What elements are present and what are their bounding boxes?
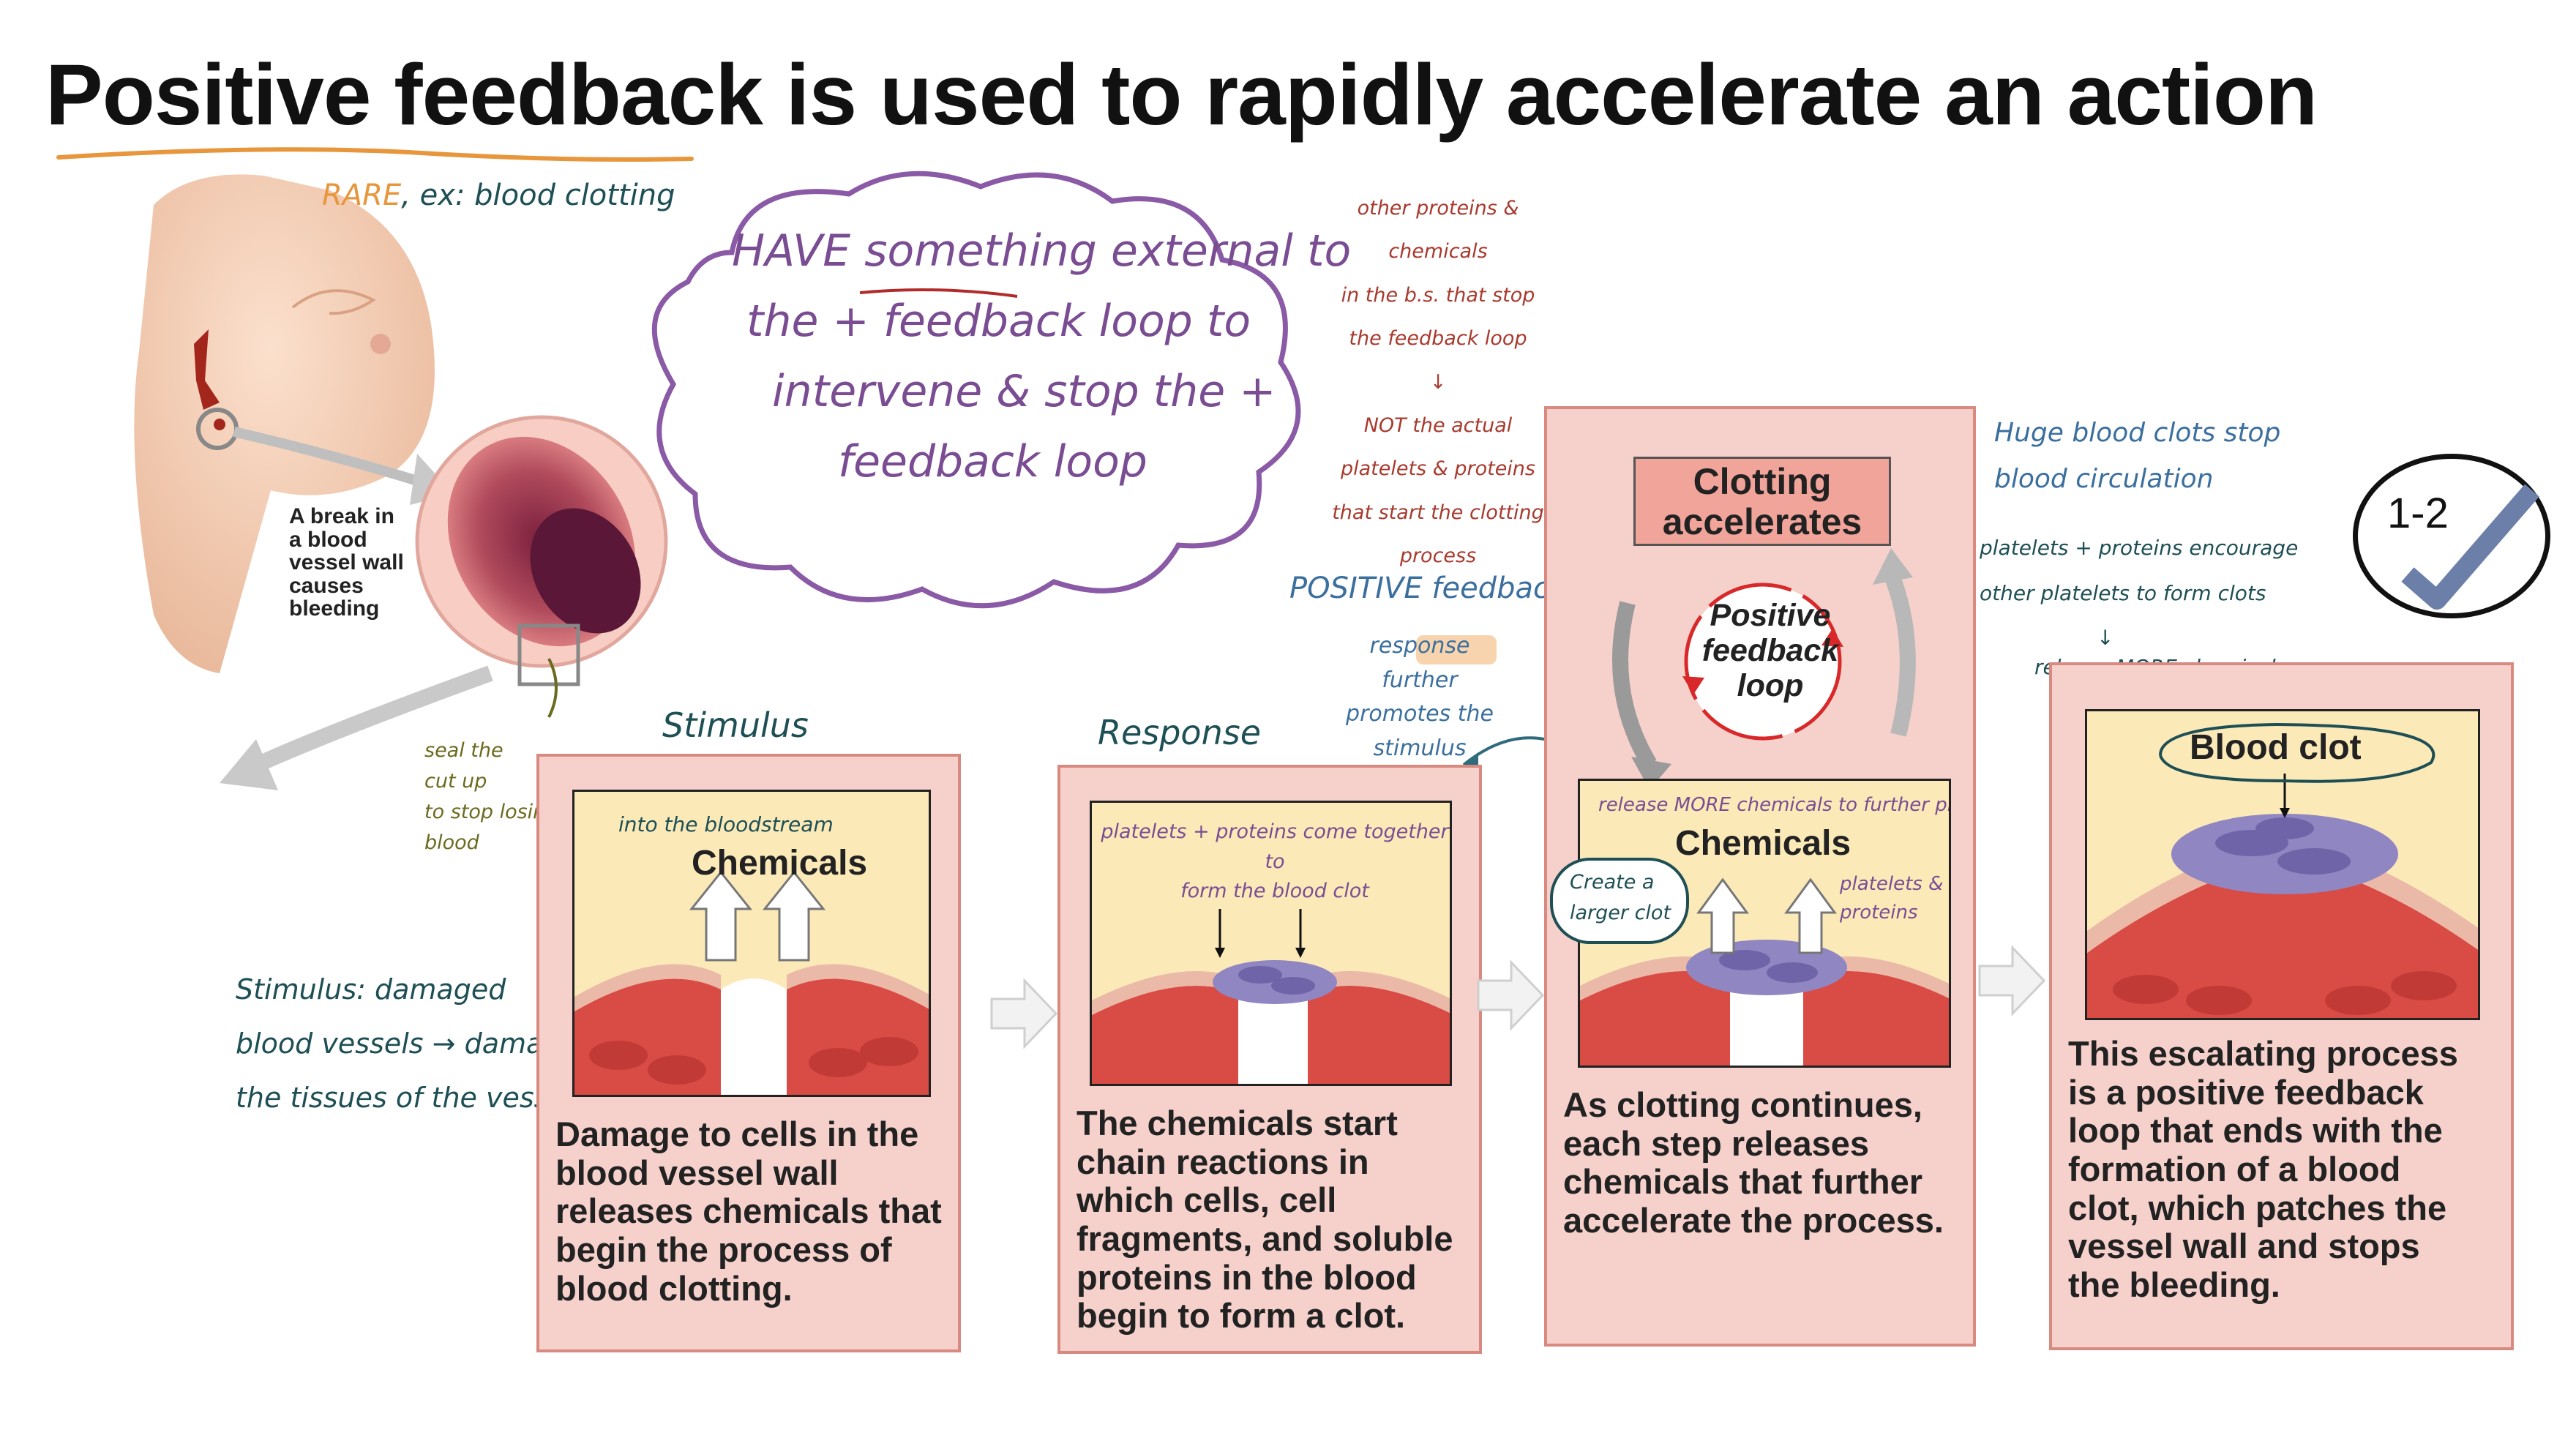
- cloud-note: HAVE something external to the + feedbac…: [732, 225, 1352, 487]
- response-scene: platelets + proteins come together to fo…: [1090, 801, 1452, 1086]
- clotting-accelerates-box: Clotting accelerates: [1633, 457, 1891, 546]
- slide-title: Positive feedback is used to rapidly acc…: [45, 47, 2318, 143]
- further-highlight: [1416, 635, 1497, 664]
- flow-arrow-1: [990, 978, 1058, 1049]
- flow-arrow-3: [1978, 945, 2046, 1016]
- stimulus-chemicals-label: Chemicals: [692, 844, 868, 883]
- patched-vessel-drawing: [2087, 722, 2478, 1018]
- stimulus-text: Damage to cells in the blood vessel wall…: [555, 1115, 942, 1308]
- platelets-side-note: platelets & proteins: [1840, 873, 1944, 924]
- larger-clot-bubble: [1550, 858, 1689, 944]
- slide-number: 1-2: [2387, 490, 2449, 537]
- stimulus-note: Stimulus: damaged blood vessels → damage…: [236, 973, 578, 1115]
- larger-clot-drawing: [1580, 877, 1949, 1066]
- stimulus-scene: into the bloodstream Chemicals: [572, 790, 931, 1097]
- stimulus-annotation: into the bloodstream: [618, 812, 834, 836]
- other-proteins-note: other proteins & chemicals in the b.s. t…: [1332, 197, 1544, 568]
- stimulus-panel: into the bloodstream Chemicals Damage to…: [536, 754, 961, 1352]
- response-panel: platelets + proteins come together to fo…: [1057, 765, 1482, 1354]
- rare-example-note: RARE, ex: blood clotting: [322, 179, 675, 212]
- title-underline: [56, 147, 694, 162]
- huge-clots-note: Huge blood clots stop blood circulation: [1994, 418, 2281, 494]
- feedback-loop-label: Positive feedback loop: [1701, 598, 1839, 704]
- stimulus-tag: Stimulus: [662, 705, 809, 745]
- break-caption: A break in a blood vessel wall causes bl…: [289, 504, 404, 621]
- accelerate-chemicals-label: Chemicals: [1675, 824, 1852, 863]
- accelerate-text: As clotting continues, each step release…: [1563, 1085, 1944, 1240]
- blood-clot-text: This escalating process is a positive fe…: [2068, 1034, 2458, 1304]
- larger-clot-note: Create a larger clot: [1570, 871, 1671, 924]
- response-annotation: platelets + proteins come together to fo…: [1101, 820, 1449, 902]
- accelerate-annotation: release MORE chemicals to further promot…: [1598, 794, 1949, 816]
- check-icon: [2401, 484, 2539, 610]
- cloud-outline: [651, 171, 1301, 609]
- flow-arrow-2: [1477, 959, 1545, 1031]
- clot-forming-drawing: [1092, 909, 1450, 1084]
- response-tag: Response: [1098, 713, 1261, 752]
- blood-clot-label: Blood clot: [2190, 728, 2362, 767]
- blood-clot-scene: Blood clot: [2085, 709, 2480, 1020]
- positive-feedback-lines: response further promotes the stimulus: [1346, 633, 1494, 761]
- vessel-break-drawing: [574, 870, 929, 1095]
- feedback-loop-diagram: [1612, 548, 1916, 790]
- positive-feedback-heading: POSITIVE feedback:: [1289, 572, 1576, 605]
- progress-badge: [2353, 454, 2550, 618]
- response-text: The chemicals start chain reactions in w…: [1077, 1104, 1453, 1336]
- torso-illustration: [134, 174, 668, 790]
- seal-note: seal the cut up to stop losing blood: [424, 739, 558, 854]
- blood-clot-panel: Blood clot This escalating process is a …: [2049, 662, 2514, 1350]
- accelerate-scene: release MORE chemicals to further promot…: [1578, 779, 1951, 1068]
